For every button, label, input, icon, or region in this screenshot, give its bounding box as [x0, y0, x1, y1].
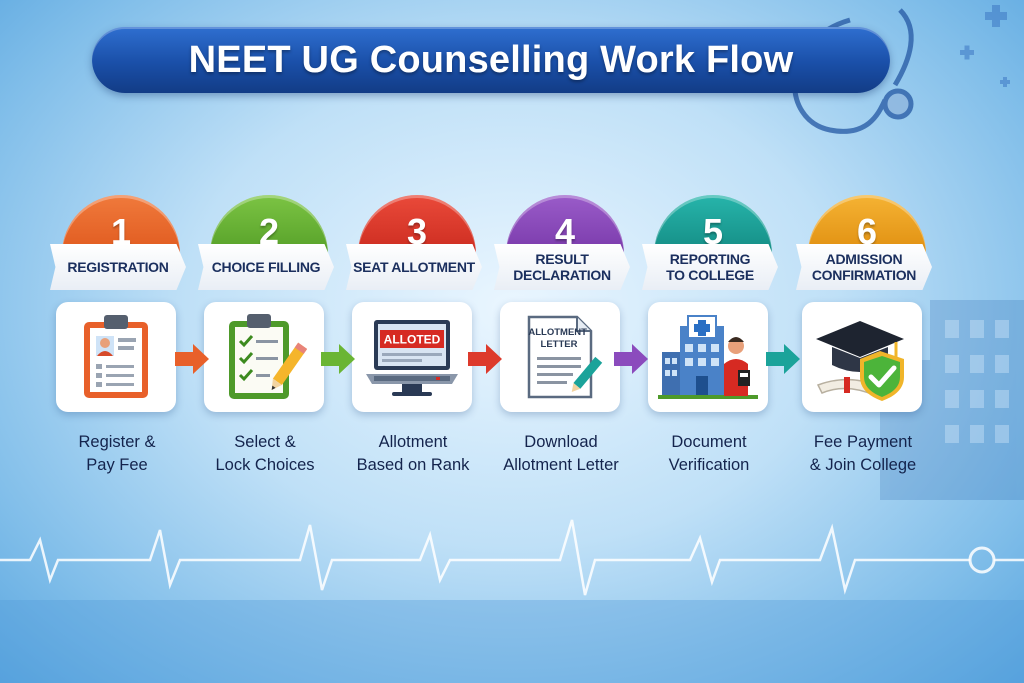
- step-icon-card: ALLOTED: [352, 302, 472, 412]
- flow-arrow-3: [468, 344, 502, 374]
- step-number: 5: [702, 210, 724, 252]
- step-label-ribbon: CHOICE FILLING: [198, 244, 334, 290]
- step-description: Register & Pay Fee: [78, 433, 156, 474]
- flow-arrow-5: [766, 344, 800, 374]
- step-description: Allotment Based on Rank: [356, 433, 470, 474]
- step-label: RESULT DECLARATION: [513, 251, 611, 283]
- step-label-ribbon: REPORTING TO COLLEGE: [642, 244, 778, 290]
- step-number: 1: [110, 210, 132, 252]
- step-5: 5 REPORTING TO COLLEGE Document Verifica…: [642, 195, 796, 485]
- graduation-cap-shield-icon: [816, 321, 904, 401]
- step-icon-card: [802, 302, 922, 412]
- flow-arrow-1: [175, 344, 209, 374]
- step-description: Fee Payment & Join College: [809, 433, 917, 474]
- step-label: REPORTING TO COLLEGE: [666, 251, 754, 283]
- step-4: 4 RESULT DECLARATION ALLOTMENT LETTER Do…: [494, 195, 648, 485]
- step-number: 2: [258, 210, 280, 252]
- alloted-screen-text: ALLOTED: [384, 333, 441, 347]
- step-label: SEAT ALLOTMENT: [353, 259, 475, 275]
- checklist-pencil-icon: [229, 314, 307, 399]
- step-label-ribbon: REGISTRATION: [50, 244, 186, 290]
- step-label: REGISTRATION: [67, 259, 169, 275]
- step-label: ADMISSION CONFIRMATION: [811, 251, 917, 283]
- step-label: CHOICE FILLING: [211, 259, 321, 275]
- hospital-student-icon: [658, 315, 758, 399]
- step-icon-card: [56, 302, 176, 412]
- step-number: 3: [406, 210, 428, 252]
- flow-arrow-4: [614, 344, 648, 374]
- step-label-ribbon: RESULT DECLARATION: [494, 244, 630, 290]
- page-title: NEET UG Counselling Work Flow: [188, 38, 794, 81]
- step-label-ribbon: ADMISSION CONFIRMATION: [796, 244, 932, 290]
- laptop-alloted-icon: ALLOTED: [366, 320, 458, 396]
- flow-arrow-2: [321, 344, 355, 374]
- heartbeat-line: [0, 519, 970, 596]
- step-icon-card: ALLOTMENT LETTER: [500, 302, 620, 412]
- step-number: 6: [856, 210, 878, 252]
- title-banner: NEET UG Counselling Work Flow: [92, 27, 890, 93]
- step-1: 1 REGISTRATION Register & Pay Fee: [50, 195, 204, 485]
- clipboard-profile-icon: [84, 315, 148, 398]
- plus-marks: [960, 5, 1010, 87]
- step-icon-card: [204, 302, 324, 412]
- step-2: 2 CHOICE FILLING Select & Lock Choices: [198, 195, 352, 485]
- step-number: 4: [554, 210, 576, 252]
- step-icon-card: [648, 302, 768, 412]
- building-silhouette: [880, 300, 1024, 500]
- allotment-letter-text: ALLOTMENT LETTER: [528, 327, 589, 350]
- heartbeat-ring: [968, 546, 996, 574]
- allotment-letter-icon: ALLOTMENT LETTER: [527, 315, 603, 399]
- step-3: 3 SEAT ALLOTMENT ALLOTED Allotment Based…: [346, 195, 500, 485]
- step-description: Download Allotment Letter: [503, 433, 619, 474]
- step-description: Document Verification: [668, 433, 750, 474]
- step-6: 6 ADMISSION CONFIRMATION Fee Payment & J…: [796, 195, 950, 485]
- step-label-ribbon: SEAT ALLOTMENT: [346, 244, 482, 290]
- step-description: Select & Lock Choices: [215, 433, 315, 474]
